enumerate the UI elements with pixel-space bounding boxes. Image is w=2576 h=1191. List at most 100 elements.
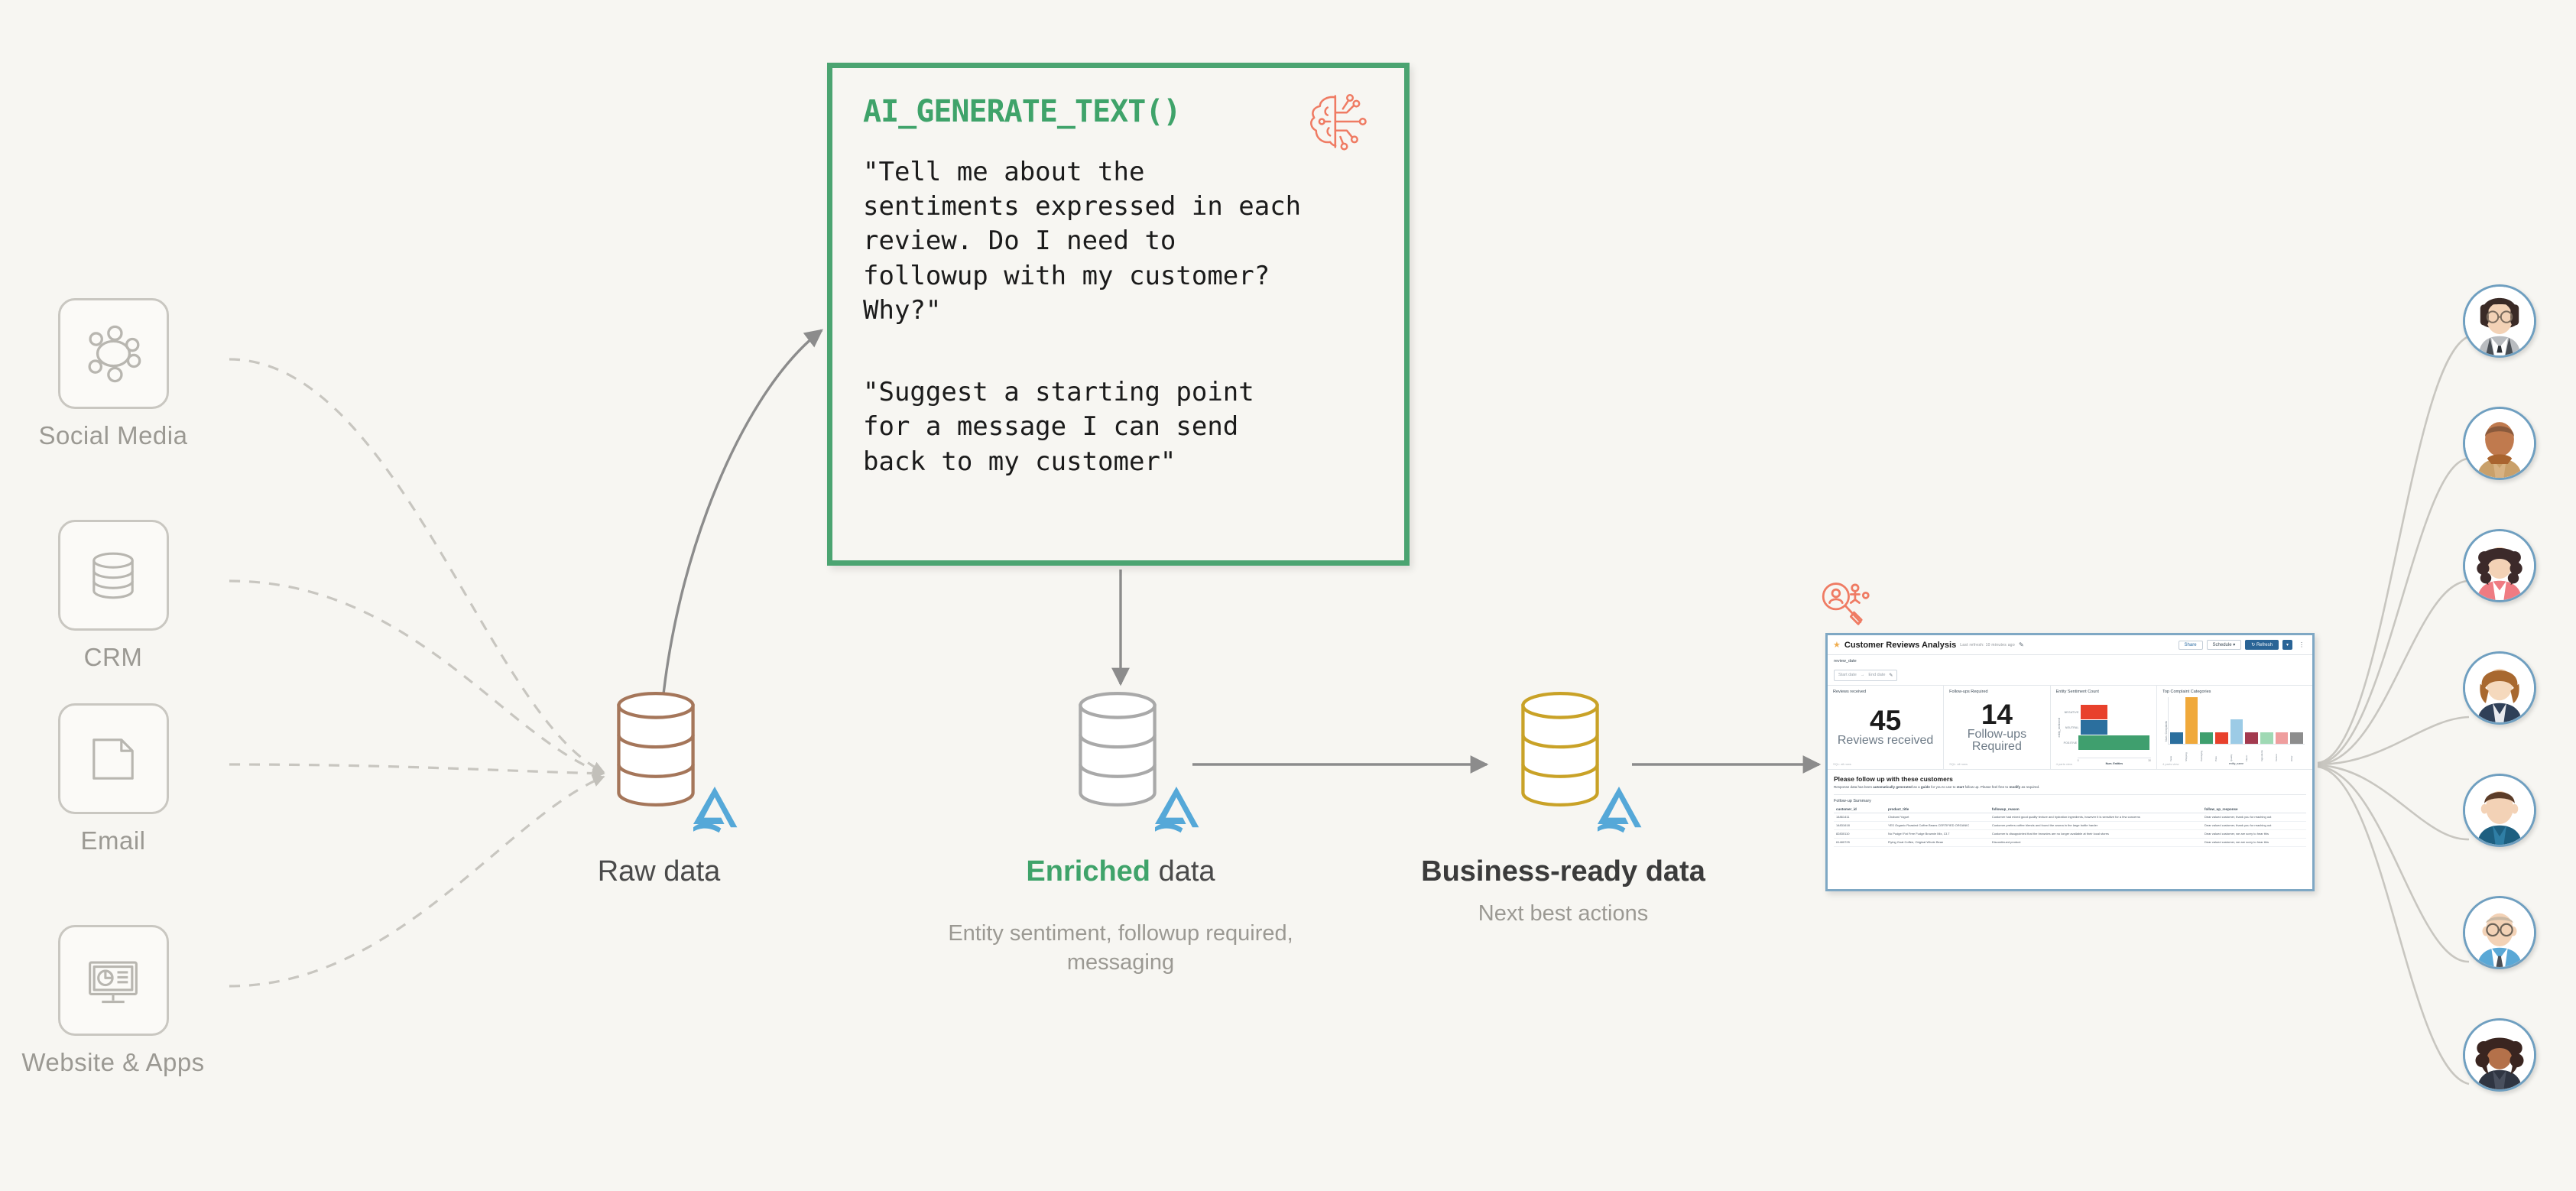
xtick: Taste (2169, 755, 2173, 761)
monitor-dashboard-icon (89, 961, 138, 1003)
sentiment-bar (2080, 720, 2107, 735)
table-row[interactable]: 14831618 YES Organic Roasted Coffee Bean… (1834, 821, 2306, 830)
customer-avatar-6[interactable] (2463, 896, 2536, 969)
refresh-button[interactable]: ↻ Refresh (2245, 640, 2279, 650)
xtick: 0 (2077, 759, 2079, 762)
xtick: Ingredients (2260, 750, 2263, 761)
customer-insight-search-icon (1822, 583, 1870, 625)
source-social-media[interactable]: Social Media (0, 298, 228, 450)
calendar-icon[interactable]: ✎ (1889, 673, 1893, 678)
enriched-plain-word: data (1150, 855, 1215, 888)
table-row[interactable]: 14861411 Chobani Yogurt Customer had mix… (1834, 813, 2306, 822)
kpi-value: 45 (1870, 704, 1902, 736)
xtick: Texture (2275, 754, 2279, 761)
column-header[interactable]: follow_up_response (2202, 805, 2306, 813)
cell-followup-response: Dear valued customer, thank you for reac… (2202, 813, 2306, 822)
complaint-col (2290, 697, 2303, 744)
chevron-down-icon: ▾ (2233, 643, 2236, 647)
chart-entity-sentiment-count: Entity Sentiment Count entity_sentiment … (2051, 686, 2158, 769)
share-button[interactable]: Share (2178, 640, 2203, 650)
node-enriched-data: Enriched data Entity sentiment, followup… (948, 688, 1293, 977)
customer-avatar-3[interactable] (2463, 529, 2536, 602)
complaint-bar (2170, 732, 2183, 744)
refresh-split-caret[interactable]: ▾ (2282, 640, 2292, 650)
kebab-menu-icon[interactable]: ⋮ (2299, 641, 2305, 648)
chart-xlabel: Num. Entities (2105, 762, 2123, 765)
kpi-caption: Follow-ups Required (1967, 728, 2027, 754)
column-header[interactable]: followup_reason (1989, 805, 2203, 813)
complaint-col (2170, 697, 2183, 744)
followup-summary-table[interactable]: customer_id product_title followup_reaso… (1834, 805, 2306, 847)
xtick: Quality (2230, 754, 2234, 761)
date-range-picker[interactable]: Start date → End date ✎ (1834, 669, 1898, 681)
complaints-plot-area: Taste Shipping Packaging Price Quality F… (2168, 697, 2305, 765)
chart-title: Top Complaint Categories (2162, 690, 2211, 694)
kpi-followups-required: Follow-ups Required 14 Follow-ups Requir… (1944, 686, 2051, 769)
chart-ylabel: Num. Complaints (2165, 721, 2169, 742)
customer-avatar-2[interactable] (2463, 407, 2536, 480)
complaint-col (2185, 697, 2198, 744)
ai-generate-text-card: AI_GENERATE_TEXT() "Tell me about the se… (827, 63, 1410, 566)
source-email[interactable]: Email (0, 703, 228, 855)
column-header[interactable]: customer_id (1834, 805, 1886, 813)
sentiment-label: POSITIVE (2063, 741, 2078, 745)
glasses-icon (2486, 310, 2513, 323)
sentiment-label: NEUTRAL (2065, 725, 2079, 729)
xtick: 30 (2148, 759, 2152, 762)
kpi-caption: Reviews received (1837, 734, 1934, 748)
ai-prompt-2: "Suggest a starting point for a message … (863, 377, 1254, 477)
business-ready-subtitle: Next best actions (1478, 901, 1649, 926)
raw-data-label: Raw data (597, 855, 721, 888)
business-ready-text: Business-ready data (1421, 855, 1705, 888)
end-date-input[interactable]: End date (1868, 673, 1886, 677)
xtick: Flavor (2244, 755, 2248, 761)
kpi-header: Reviews received (1833, 690, 1867, 694)
complaint-bar (2275, 732, 2289, 744)
glasses-icon (2486, 923, 2513, 937)
pencil-icon[interactable]: ✎ (2018, 641, 2024, 648)
avatar-illustration (2465, 654, 2534, 722)
chart-xlabel: entity_name (2228, 762, 2244, 765)
table-note: Response data has been automatically gen… (1834, 785, 2040, 789)
column-header[interactable]: product_title (1885, 805, 1990, 813)
complaint-bar (2260, 732, 2273, 744)
business-cylinder-wrap (1487, 688, 1642, 841)
monitor-dashboard-icon-box (57, 925, 169, 1036)
customer-avatar-1[interactable] (2463, 284, 2536, 358)
enriched-data-label: Enriched data (960, 855, 1281, 889)
enriched-database-cylinder-icon (1079, 692, 1157, 806)
table-row[interactable]: 61480725 Flying Goat Coffee, Original Wh… (1834, 838, 2306, 847)
raw-database-cylinder-icon (617, 692, 695, 806)
ai-function-title: AI_GENERATE_TEXT() (863, 94, 1181, 129)
source-label: CRM (83, 643, 143, 671)
complaint-bar (2185, 697, 2198, 744)
start-date-input[interactable]: Start date (1838, 673, 1857, 677)
kpi-value: 14 (1981, 698, 2013, 730)
cell-product-title: No Pudge! Fat Free Fudge Brownie Mix, 13… (1885, 829, 1990, 839)
chart-top-complaint-categories: Top Complaint Categories Num. Complaints (2157, 686, 2312, 769)
customer-avatar-7[interactable] (2463, 1018, 2536, 1092)
source-website-apps[interactable]: Website & Apps (0, 925, 228, 1077)
source-crm[interactable]: CRM (0, 520, 228, 672)
schedule-button[interactable]: Schedule ▾ (2206, 640, 2242, 650)
dashboard-topbar: ★ Customer Reviews Analysis Last refresh… (1828, 635, 2312, 655)
node-raw-data: Raw data (582, 688, 738, 889)
cell-customer-id: 82830110 (1834, 829, 1886, 839)
complaint-col (2200, 697, 2214, 744)
chart-footer: 4 parts view (2162, 762, 2179, 766)
cell-customer-id: 61480725 (1834, 838, 1886, 847)
dashboard-screenshot[interactable]: ★ Customer Reviews Analysis Last refresh… (1825, 633, 2315, 891)
customer-avatar-5[interactable] (2463, 774, 2536, 847)
complaint-bar (2200, 732, 2214, 744)
document-icon-box (57, 703, 169, 814)
cell-followup-reason: Customer had mixed good quality texture … (1989, 813, 2203, 822)
business-database-cylinder-icon (1521, 692, 1599, 806)
xtick: Packaging (2199, 750, 2203, 761)
star-icon[interactable]: ★ (1833, 641, 1841, 650)
table-caption: Follow-up Summary (1834, 798, 1871, 803)
cell-customer-id: 14831618 (1834, 821, 1886, 830)
customer-avatar-4[interactable] (2463, 651, 2536, 725)
table-row[interactable]: 82830110 No Pudge! Fat Free Fudge Browni… (1834, 829, 2306, 839)
delta-lake-logo (1598, 787, 1642, 833)
